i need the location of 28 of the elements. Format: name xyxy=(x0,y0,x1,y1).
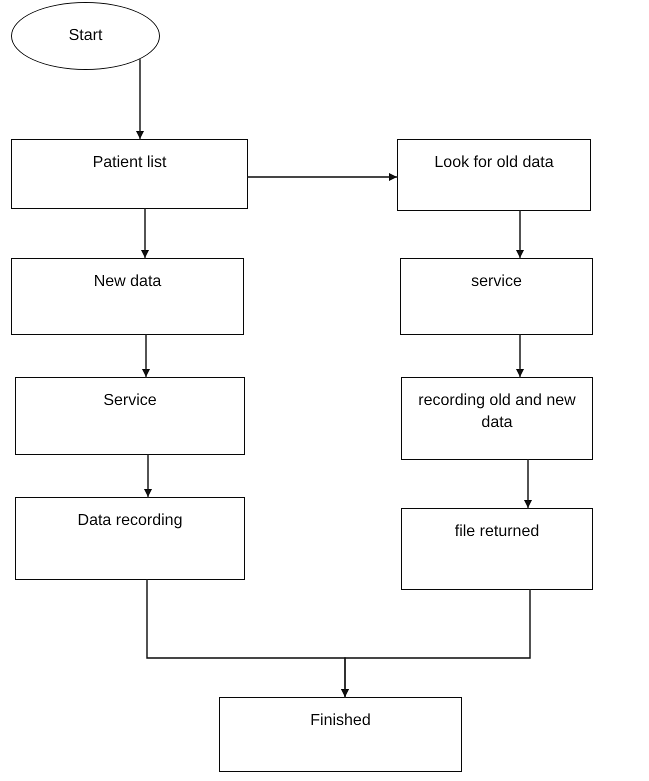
arrow xyxy=(141,209,149,258)
arrow xyxy=(248,173,397,181)
process-box xyxy=(219,697,462,772)
process-box xyxy=(11,139,248,209)
process-box xyxy=(15,377,245,455)
arrow xyxy=(516,335,524,377)
node-label: Finished xyxy=(310,711,371,731)
process-box xyxy=(400,258,593,335)
arrow xyxy=(136,59,144,139)
arrow xyxy=(516,211,524,258)
process-box xyxy=(401,508,593,590)
arrow xyxy=(524,460,532,508)
node-label: service xyxy=(471,272,522,292)
arrow xyxy=(341,590,531,697)
node-label: recording old and new data xyxy=(417,391,577,433)
node-label: file returned xyxy=(454,522,540,542)
process-box xyxy=(11,258,244,335)
arrow xyxy=(144,455,152,497)
node-label: New data xyxy=(94,272,162,292)
node-label: Service xyxy=(103,391,157,411)
node-label: Look for old data xyxy=(434,153,554,173)
process-box xyxy=(401,377,593,460)
process-box xyxy=(15,497,245,580)
node-label: Start xyxy=(68,26,102,46)
arrow xyxy=(142,335,150,377)
node-label: Patient list xyxy=(92,153,166,173)
node-label: Data recording xyxy=(78,511,182,531)
process-box xyxy=(397,139,591,211)
